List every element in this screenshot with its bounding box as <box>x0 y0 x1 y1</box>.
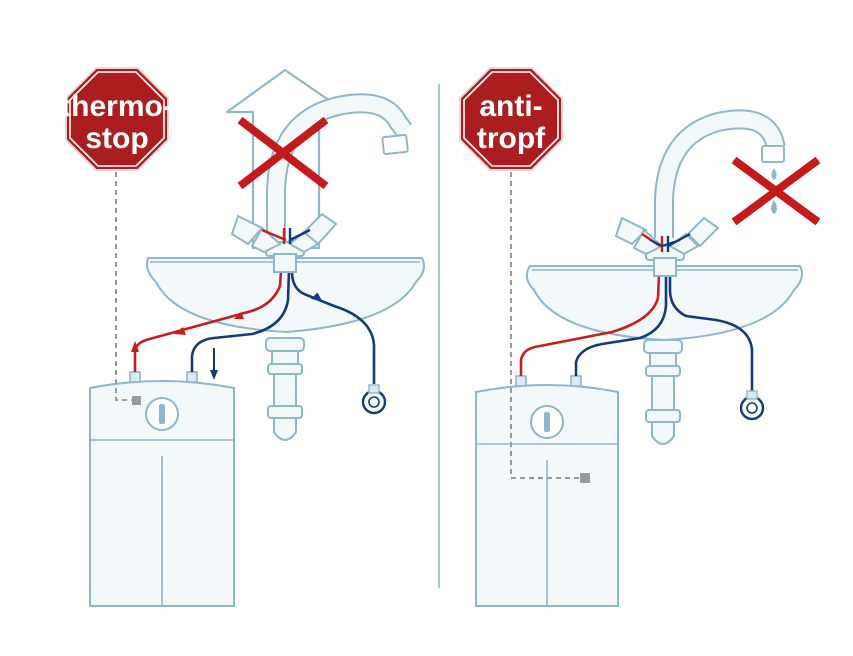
sensor-box <box>580 473 590 483</box>
octagon-stop-sign-icon <box>459 67 563 171</box>
sensor-box <box>132 396 141 405</box>
drain-pipe <box>265 337 305 441</box>
water-drop-icon <box>771 168 777 180</box>
thermo-stop-sign: thermo- stop <box>61 67 173 171</box>
drain-pipe <box>643 339 683 445</box>
anti-tropf-sign: anti- tropf <box>459 67 563 171</box>
faucet <box>614 109 786 277</box>
water-heater-tank <box>89 371 235 607</box>
left-panel: thermo- stop <box>61 67 425 607</box>
cold-flow-arrow-icon <box>210 370 218 380</box>
cold-supply-pipe <box>190 239 292 372</box>
hot-flow-arrow-icon <box>131 341 139 352</box>
wash-basin <box>146 257 425 334</box>
faucet <box>230 93 412 273</box>
sign-label-line2: stop <box>85 122 148 155</box>
water-heater-tank <box>475 375 619 607</box>
sensor-dashed-line <box>510 172 580 479</box>
cold-supply-pipe <box>574 250 668 376</box>
cold-inlet-pipe <box>668 250 754 392</box>
cross-mark-icon <box>731 156 821 226</box>
sign-label-line2: tropf <box>477 122 546 155</box>
water-drop-icon <box>771 200 777 214</box>
sign-label-line1: thermo- <box>61 90 173 123</box>
cross-mark-icon <box>237 116 329 190</box>
sign-label-line1: anti- <box>479 90 542 123</box>
hot-water-pipe <box>519 249 662 376</box>
right-panel: anti- tropf <box>459 67 821 607</box>
sensor-dashed-line <box>115 172 132 401</box>
wash-basin <box>525 265 803 342</box>
octagon-stop-sign-icon <box>65 67 169 171</box>
